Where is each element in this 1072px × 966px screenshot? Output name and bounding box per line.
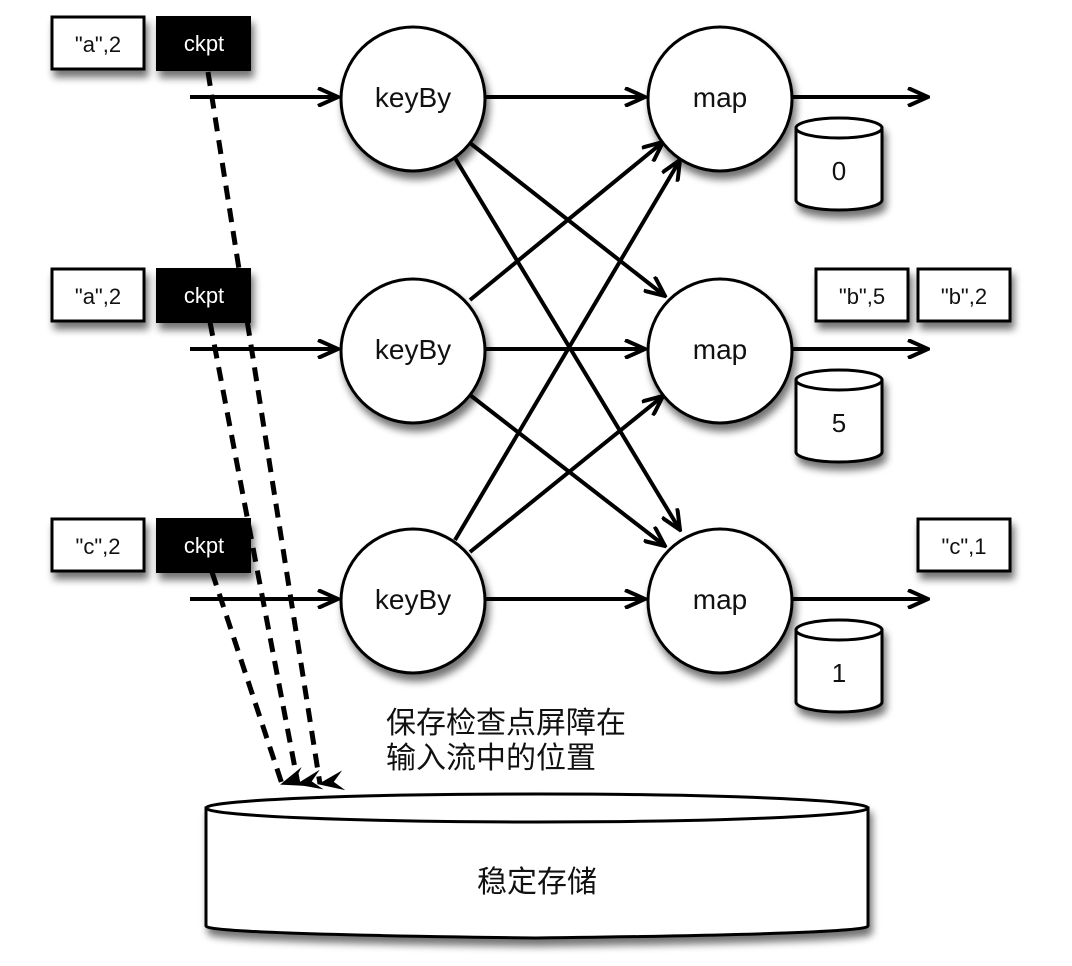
stable-storage-top: [204, 792, 870, 824]
output-record-token: [916, 517, 1012, 573]
input-record-box: [50, 15, 146, 71]
checkpoint-text: ckpt: [184, 31, 224, 56]
output-record-text: "b",5: [839, 284, 885, 309]
map-operator: [646, 277, 794, 425]
map-label: map: [693, 334, 747, 365]
output-record-box: [814, 267, 910, 323]
state-cylinder-top: [794, 116, 884, 140]
output-record-box: [916, 267, 1012, 323]
operator-state-cylinder: [794, 368, 884, 464]
output-record-text: "c",1: [942, 534, 987, 559]
checkpoint-line-row2: [207, 321, 324, 790]
keyby-operator: [339, 277, 487, 425]
row-3: "c",2 ckpt keyBy map 1 "c",1: [50, 517, 1012, 714]
edge-keyby1-map3: [453, 156, 680, 530]
state-value: 0: [832, 156, 846, 186]
state-cylinder-body: [794, 126, 884, 212]
input-record-token: [50, 15, 146, 71]
annotation-line-1: 保存检查点屏障在: [386, 706, 626, 741]
input-record-text: "a",2: [75, 32, 121, 57]
checkpoint-barrier-lines: [205, 71, 346, 791]
input-record-text: "c",2: [76, 534, 121, 559]
checkpoint-box: [156, 518, 251, 573]
keyby-label: keyBy: [375, 584, 451, 615]
row-1: "a",2 ckpt keyBy map 0: [50, 15, 928, 212]
annotation-line-2: 输入流中的位置: [386, 741, 596, 776]
output-record-text: "b",2: [941, 284, 987, 309]
state-cylinder-top: [794, 368, 884, 392]
output-record-token: [814, 267, 910, 323]
operator-state-cylinder: [794, 618, 884, 714]
state-value: 5: [832, 408, 846, 438]
stable-storage-label: 稳定存储: [477, 865, 597, 900]
state-cylinder-body: [794, 378, 884, 464]
map-label: map: [693, 82, 747, 113]
operator-state-cylinder: [794, 116, 884, 212]
output-record-box: [916, 517, 1012, 573]
keyby-operator: [339, 527, 487, 675]
operator-rows: "a",2 ckpt keyBy map 0 "a",2 ckpt keyBy map 5 "b",…: [50, 15, 1012, 714]
checkpoint-barrier-token: [156, 518, 251, 573]
stable-storage-body: [204, 806, 870, 940]
checkpoint-barrier-token: [156, 268, 251, 323]
input-record-box: [50, 267, 146, 323]
state-cylinder-top: [794, 618, 884, 642]
edge-keyby2-map3: [468, 393, 665, 546]
checkpoint-box: [156, 16, 251, 71]
checkpoint-text: ckpt: [184, 283, 224, 308]
stable-storage: [204, 792, 870, 940]
checkpoint-barrier-token: [156, 16, 251, 71]
keyby-operator: [339, 25, 487, 173]
state-value: 1: [832, 658, 846, 688]
checkpoint-text: ckpt: [184, 533, 224, 558]
edge-keyby3-map2: [468, 396, 663, 554]
edge-keyby2-map1: [468, 142, 663, 302]
keyby-label: keyBy: [375, 82, 451, 113]
checkpoint-box: [156, 268, 251, 323]
input-record-token: [50, 517, 146, 573]
keyby-label: keyBy: [375, 334, 451, 365]
output-record-token: [916, 267, 1012, 323]
input-record-token: [50, 267, 146, 323]
row-2: "a",2 ckpt keyBy map 5 "b",5 "b",2: [50, 267, 1012, 464]
state-cylinder-body: [794, 628, 884, 714]
map-label: map: [693, 584, 747, 615]
map-operator: [646, 25, 794, 173]
input-record-box: [50, 517, 146, 573]
checkpoint-line-row3: [209, 571, 308, 786]
map-operator: [646, 527, 794, 675]
checkpoint-line-row1: [205, 71, 346, 791]
input-record-text: "a",2: [75, 284, 121, 309]
